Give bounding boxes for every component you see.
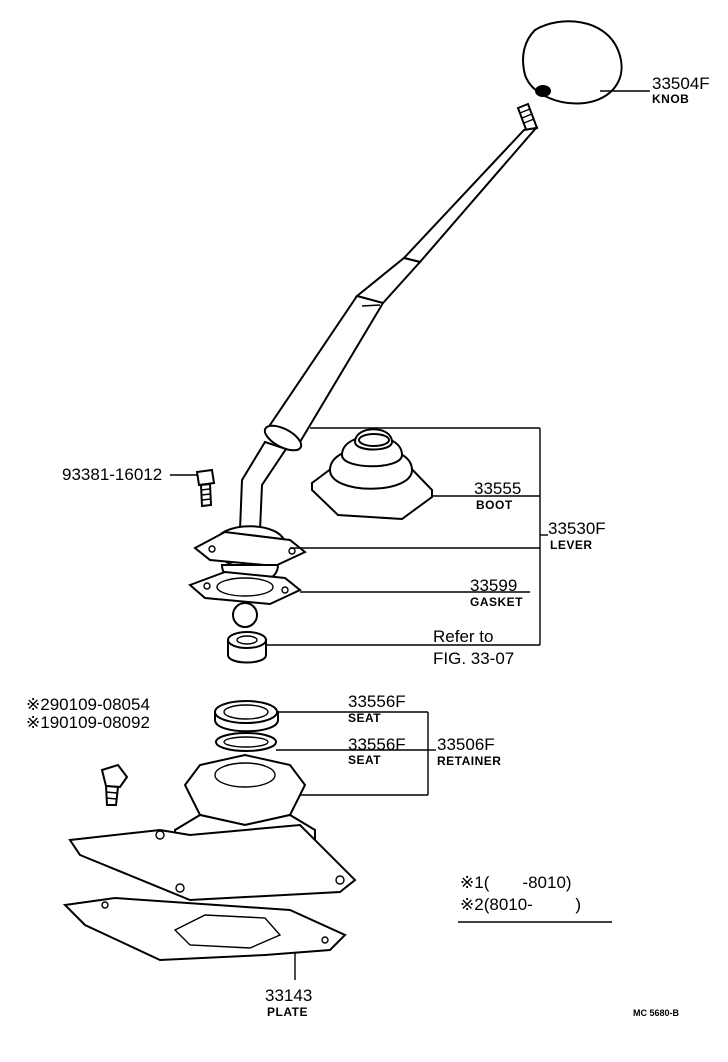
gasket-drawing bbox=[188, 570, 302, 606]
plate-number: 33143 bbox=[265, 986, 312, 1005]
lever-name: LEVER bbox=[550, 538, 593, 552]
boot-drawing bbox=[310, 428, 434, 521]
drawing-code: MC 5680-B bbox=[633, 1008, 680, 1018]
knob-drawing bbox=[522, 20, 623, 105]
refer-fig-text: FIG. 33-07 bbox=[433, 649, 514, 668]
bolt-90109-drawing bbox=[100, 763, 129, 806]
retainer-drawing bbox=[68, 753, 357, 902]
seat1-number: 33556F bbox=[348, 692, 406, 711]
knob-name: KNOB bbox=[652, 92, 689, 106]
boot-name: BOOT bbox=[476, 498, 513, 512]
bolt-alt-1: ※190109-08092 bbox=[26, 713, 150, 732]
bolt-number: 93381-16012 bbox=[62, 465, 162, 484]
gasket-name: GASKET bbox=[470, 595, 523, 609]
refer-to-text: Refer to bbox=[433, 627, 493, 646]
bolt-alt-2: ※290109-08054 bbox=[26, 695, 150, 714]
seat2-number: 33556F bbox=[348, 735, 406, 754]
gasket-number: 33599 bbox=[470, 576, 517, 595]
retainer-number: 33506F bbox=[437, 735, 495, 754]
seat-drawing bbox=[214, 700, 279, 752]
bolt-drawing bbox=[195, 468, 216, 508]
knob-number: 33504F bbox=[652, 74, 710, 93]
ball-drawing bbox=[232, 602, 258, 628]
plate-drawing bbox=[62, 896, 347, 962]
retainer-name: RETAINER bbox=[437, 754, 501, 768]
note-1: ※1( -8010) bbox=[460, 873, 572, 892]
plate-name: PLATE bbox=[267, 1005, 308, 1019]
note-2: ※2(8010- ) bbox=[460, 895, 581, 914]
bushing-drawing bbox=[227, 631, 267, 664]
seat1-name: SEAT bbox=[348, 711, 381, 725]
seat2-name: SEAT bbox=[348, 753, 381, 767]
boot-number: 33555 bbox=[474, 479, 521, 498]
leader-lines bbox=[170, 90, 650, 980]
lever-number: 33530F bbox=[548, 519, 606, 538]
